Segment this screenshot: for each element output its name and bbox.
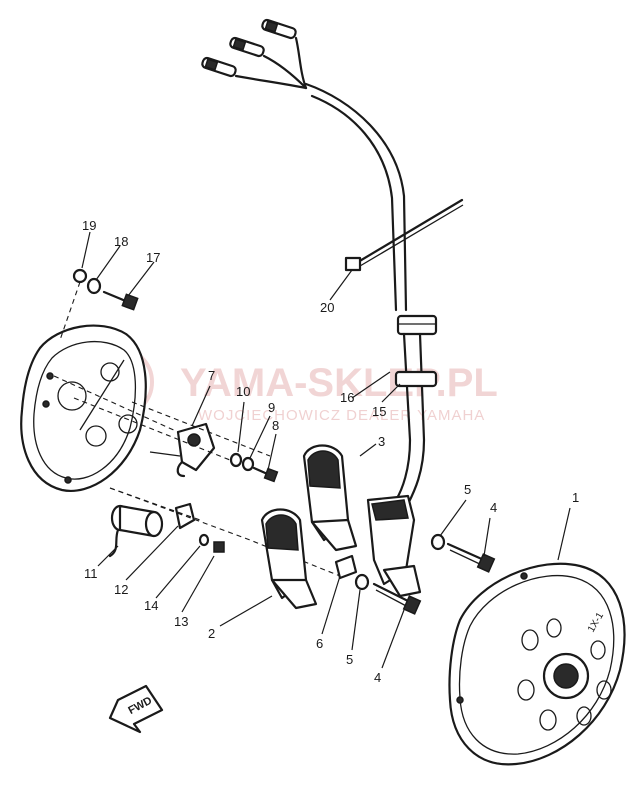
callout-11: 11 — [84, 566, 98, 581]
connector-1 — [261, 18, 297, 40]
plate-6 — [334, 554, 358, 580]
callout-1: 1 — [572, 490, 579, 505]
callout-16: 16 — [340, 390, 354, 405]
wire-grommet — [396, 314, 438, 336]
stator-base-plate — [20, 324, 147, 492]
flywheel-rotor: 1X-1 — [448, 562, 626, 766]
callout-17: 17 — [146, 250, 160, 265]
coil-2 — [260, 508, 318, 610]
callout-13: 13 — [174, 614, 188, 629]
callout-4-lower: 4 — [374, 670, 381, 685]
screw-set-17-18-19 — [72, 268, 139, 311]
callout-7: 7 — [208, 368, 215, 383]
callout-9: 9 — [268, 400, 275, 415]
watermark: YAMA-SKLEP.PL WOJCIECHOWICZ DEALER YAMAH… — [82, 346, 498, 424]
coil-source — [366, 494, 422, 598]
connector-3 — [201, 56, 237, 78]
assembly-lines — [53, 281, 341, 577]
callout-15: 15 — [372, 404, 386, 419]
condenser-bracket — [174, 502, 225, 553]
callout-3: 3 — [378, 434, 385, 449]
callout-5-upper: 5 — [464, 482, 471, 497]
coil-3 — [302, 444, 358, 552]
callout-5-lower: 5 — [346, 652, 353, 667]
callout-12: 12 — [114, 582, 128, 597]
callout-14: 14 — [144, 598, 158, 613]
watermark-sub-text: WOJCIECHOWICZ DEALER YAMAHA — [198, 407, 485, 424]
callout-20: 20 — [320, 300, 334, 315]
condenser — [108, 504, 164, 558]
callout-19: 19 — [82, 218, 96, 233]
callout-10: 10 — [236, 384, 250, 399]
leader-lines — [81, 231, 571, 669]
callout-2: 2 — [208, 626, 215, 641]
wire-harness — [201, 18, 438, 506]
screw-set-4-5-lower — [354, 573, 422, 615]
screw-set-4-5-upper — [430, 533, 496, 573]
ground-lead — [344, 198, 464, 272]
callout-18: 18 — [114, 234, 128, 249]
connector-2 — [229, 36, 265, 58]
callout-6: 6 — [316, 636, 323, 651]
screw-set-8-9-10 — [229, 452, 279, 483]
fwd-arrow-marker: FWD — [108, 684, 164, 734]
callout-8: 8 — [272, 418, 279, 433]
callout-labels: 1 2 3 4 4 5 5 6 7 8 9 10 11 12 13 14 15 … — [82, 218, 579, 685]
watermark-main-text: YAMA-SKLEP.PL — [180, 361, 498, 405]
contact-breaker — [149, 422, 216, 478]
callout-4-upper: 4 — [490, 500, 497, 515]
wire-clamp — [394, 370, 438, 388]
